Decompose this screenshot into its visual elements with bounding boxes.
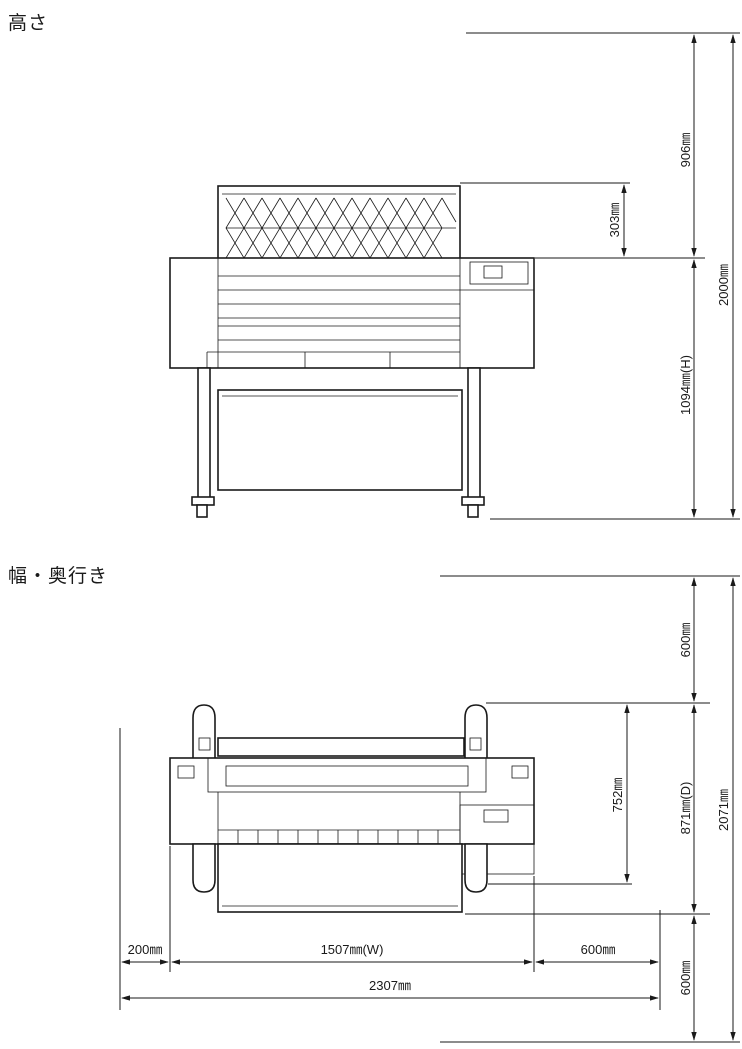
height-section-title: 高さ (8, 12, 49, 34)
printer-top-body (169, 757, 535, 845)
dim-basket-depth: 752㎜ (610, 778, 625, 813)
dim-left-clearance: 200㎜ (128, 942, 163, 957)
front-basket (217, 843, 463, 913)
dim-rear-clearance: 600㎜ (678, 623, 693, 658)
panel-display-top (483, 809, 509, 823)
printer-body (169, 257, 535, 369)
dim-printer-height: 1094㎜(H) (678, 355, 693, 415)
basket-lattice (225, 197, 457, 259)
dim-printer-depth: 871㎜(D) (678, 782, 693, 835)
right-roll-holder (464, 704, 488, 761)
footprint-dimensions (119, 575, 740, 1043)
dim-basket-height: 303㎜ (607, 203, 622, 238)
printer-front-view (169, 185, 535, 518)
dim-printer-width: 1507㎜(W) (321, 942, 384, 957)
dim-total-depth: 2071㎜ (716, 789, 731, 831)
tray-ribs (218, 829, 460, 844)
control-panel-display (469, 261, 529, 285)
dim-right-clearance: 600㎜ (581, 942, 616, 957)
printer-stand (191, 367, 485, 518)
printer-top-view (169, 704, 535, 913)
dim-total-height: 2000㎜ (716, 264, 731, 306)
footprint-section-title: 幅・奥行き (8, 565, 109, 587)
paper-roll (217, 737, 465, 757)
body-slots (206, 275, 460, 368)
dim-total-width: 2307㎜ (369, 978, 411, 993)
dim-front-clearance: 600㎜ (678, 961, 693, 996)
left-roll-holder (192, 704, 216, 761)
height-dimensions (460, 32, 740, 520)
top-basket (217, 185, 461, 267)
dim-top-clearance: 906㎜ (678, 133, 693, 168)
